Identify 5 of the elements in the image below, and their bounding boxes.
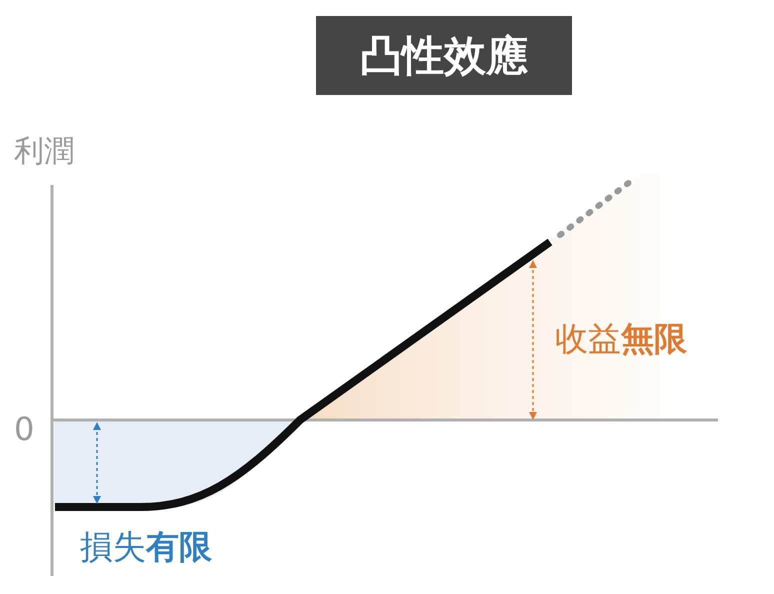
title: 凸性效應 xyxy=(316,16,572,95)
tick-label: 0 xyxy=(14,413,34,445)
loss-label: 損失有限 xyxy=(80,530,212,563)
gain-label: 收益無限 xyxy=(555,322,687,355)
axis-label: 利潤 xyxy=(14,137,74,167)
